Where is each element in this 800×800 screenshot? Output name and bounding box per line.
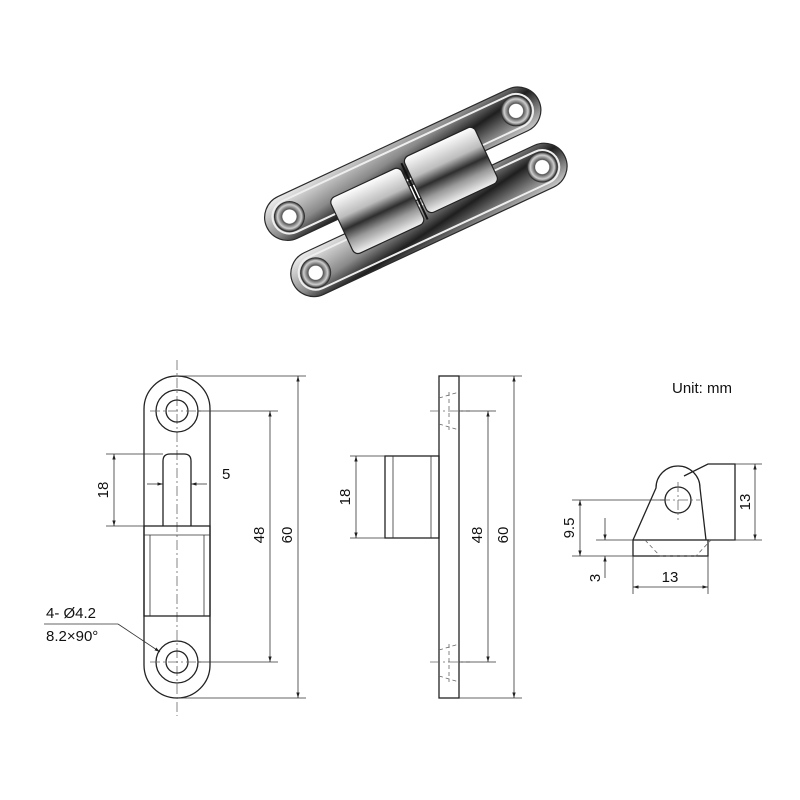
front-view: 18 5 48 60 4- Ø4.2 8.2×90° [44, 360, 306, 716]
front-pin [162, 453, 192, 526]
end-dim-width: 13 [662, 569, 679, 586]
side-dim-hole-spacing: 48 [469, 527, 486, 544]
side-dim-knuckle-height: 18 [337, 489, 354, 506]
hinge-front-leaf [290, 142, 568, 298]
front-dim-pin-width: 5 [222, 466, 230, 483]
countersunk-hole [526, 151, 558, 183]
front-dim-pin-length: 18 [95, 482, 112, 499]
countersunk-hole [300, 257, 332, 289]
unit-label: Unit: mm [672, 380, 732, 397]
end-dim-pin-center: 9.5 [561, 518, 578, 539]
front-dim-overall-length: 60 [279, 527, 296, 544]
end-dim-height: 13 [737, 494, 754, 511]
hinge-photo [264, 86, 568, 298]
front-hole-note-2: 8.2×90° [46, 628, 98, 645]
side-dim-overall-length: 60 [495, 527, 512, 544]
countersunk-hole [273, 201, 305, 233]
side-view: 18 48 60 [337, 375, 522, 699]
hinge-knuckle-right [403, 126, 498, 214]
end-dim-plate-thickness: 3 [587, 574, 604, 582]
side-knuckle [384, 455, 440, 539]
hinge-knuckle-left [330, 167, 425, 255]
front-knuckle [143, 525, 211, 617]
front-hole-note-1: 4- Ø4.2 [46, 605, 96, 622]
countersunk-hole [500, 95, 532, 127]
end-base-plate [632, 539, 709, 557]
front-dim-hole-spacing: 48 [251, 527, 268, 544]
end-knuckle-profile [632, 465, 707, 541]
end-view: 13 9.5 3 13 [561, 463, 762, 594]
side-plate [438, 375, 460, 699]
